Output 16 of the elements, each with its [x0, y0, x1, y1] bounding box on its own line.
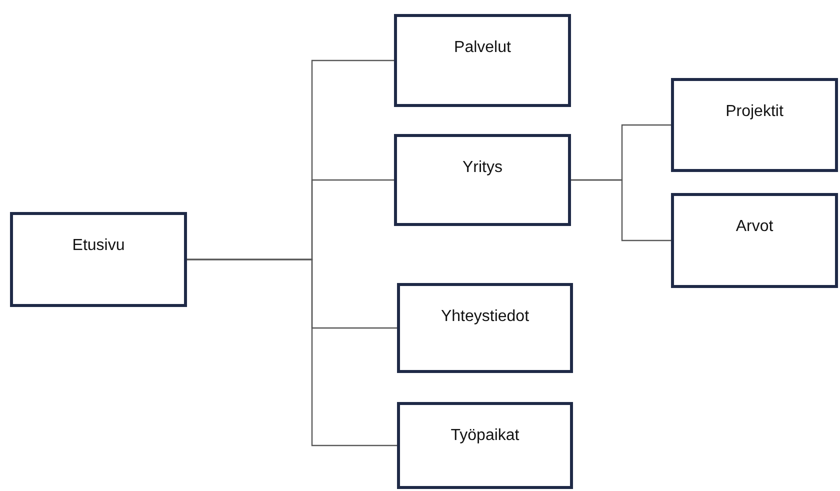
page-box [394, 134, 571, 226]
page-title: Työpaikat [450, 427, 520, 445]
page-title: Yritys [462, 159, 504, 177]
page-title: Etusivu [71, 237, 126, 255]
connector-line [187, 258, 397, 446]
page-box [394, 14, 571, 107]
page-box [10, 212, 187, 307]
page-box [671, 78, 838, 172]
page-box [671, 193, 838, 288]
connector-line [571, 179, 671, 242]
page-title: Yhteystiedot [440, 308, 530, 326]
page-box [397, 402, 573, 489]
page-title: Arvot [734, 218, 774, 236]
page-box [397, 283, 573, 373]
page-title: Palvelut [453, 39, 512, 57]
page-title: Projektit [724, 103, 784, 121]
